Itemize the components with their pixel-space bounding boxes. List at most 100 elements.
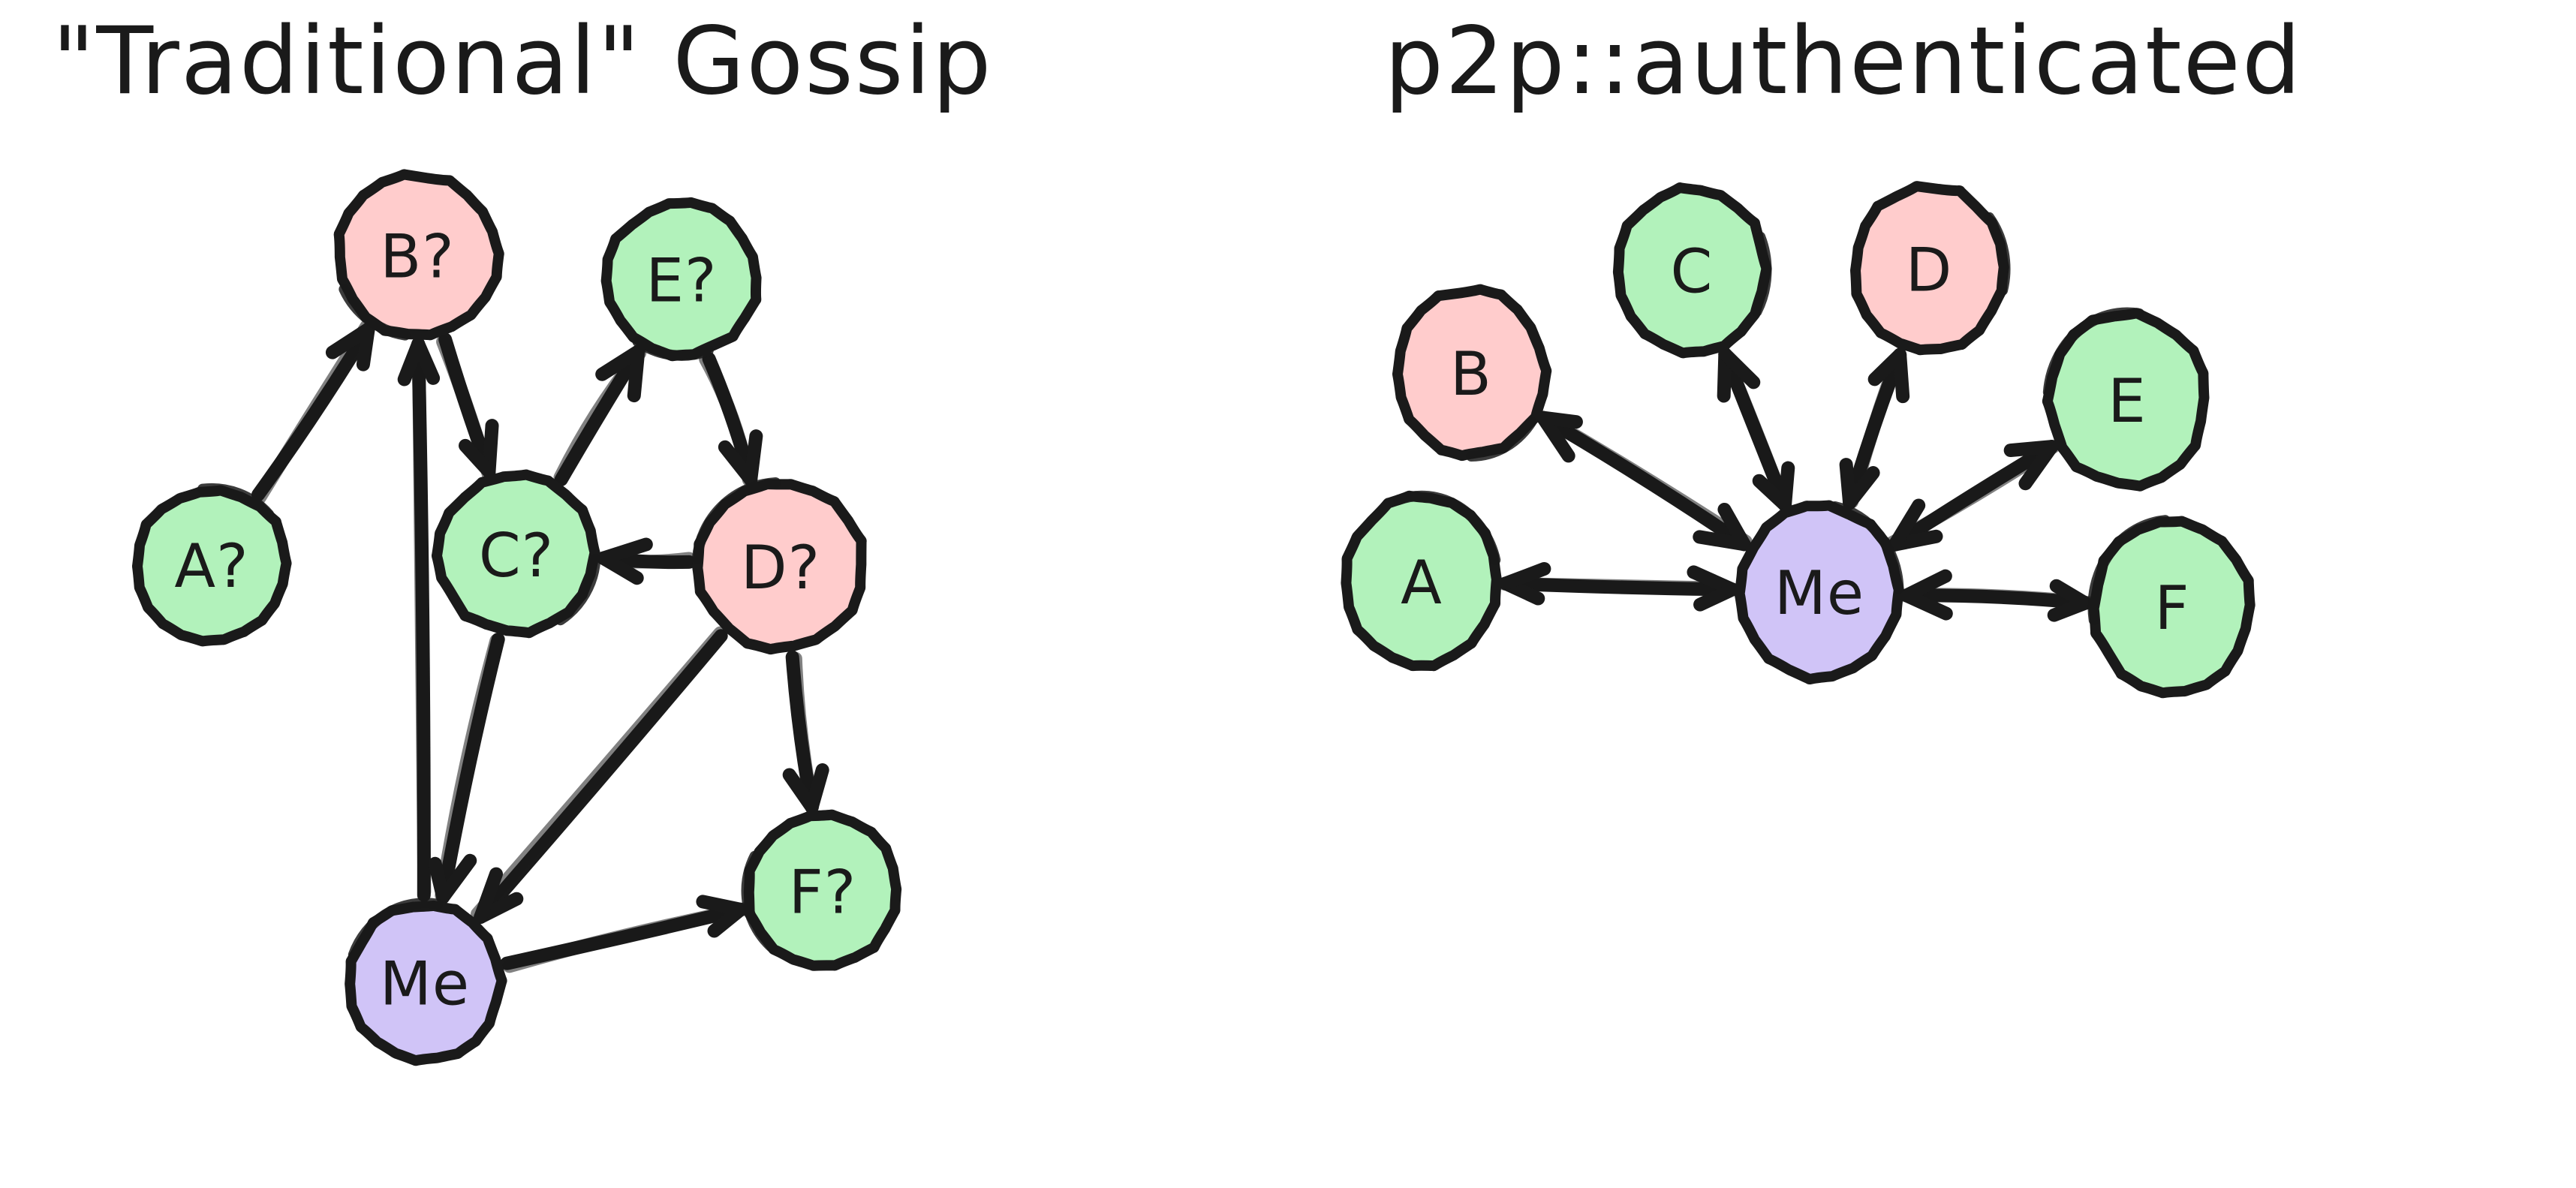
node-traditional-gossip-D[interactable]: D? [691,477,867,655]
arrowhead-icon [1888,498,1926,552]
edge-shaft-echo [502,902,751,973]
arrowhead-icon [1752,474,1792,512]
node-label: C? [479,521,554,591]
node-circle [2042,308,2210,492]
node-p2p-authenticated-A[interactable]: A [1341,490,1502,672]
node-p2p-authenticated-E[interactable]: E [2042,307,2210,492]
node-p2p-authenticated-Me[interactable]: Me [1734,500,1904,685]
edge-traditional-gossip-D-F [782,650,829,814]
node-outline-sketch [339,284,411,341]
node-label: D? [741,533,820,603]
edge-p2p-authenticated-Me-B [1536,411,1753,552]
nodes-layer: B? E? A? C? D? F? Me C D B E A Me F [131,169,2256,1066]
edge-traditional-gossip-Me-F [500,895,751,973]
panel-title-p2p-authenticated: p2p::authenticated [1384,8,2302,116]
node-label: Me [380,949,470,1018]
edge-traditional-gossip-E-D [699,352,763,487]
edge-shaft-echo [1719,350,1790,509]
edge-shaft-echo [471,626,727,921]
node-traditional-gossip-E[interactable]: E? [600,197,762,362]
edge-shaft-echo [435,633,504,903]
edge-p2p-authenticated-Me-C [1717,347,1795,512]
edge-shaft-echo [1539,411,1753,549]
edge-traditional-gossip-C-Me [428,632,505,904]
node-label: Me [1774,558,1864,628]
arrowhead-icon [474,867,503,924]
node-circle [431,469,600,639]
edge-p2p-authenticated-Me-D [1839,347,1910,510]
node-label: E? [646,246,717,316]
node-outline-sketch [2042,307,2145,398]
node-label: C [1671,237,1714,307]
edge-shaft-echo [1903,588,2095,610]
arrowhead-icon [707,902,748,938]
node-outline-sketch [2087,515,2171,626]
node-traditional-gossip-C[interactable]: C? [431,469,601,639]
arrowhead-icon [1536,411,1583,429]
edge-shaft-echo [553,346,647,485]
node-label: A [1401,548,1443,618]
node-label: F? [789,857,856,927]
node-circle [345,900,507,1066]
arrowhead-icon [627,344,646,403]
arrowhead-icon [596,537,653,565]
node-circle [333,169,504,341]
arrowhead-icon [356,322,375,371]
arrowhead-icon [2047,596,2093,622]
arrowhead-icon [1693,582,1740,612]
node-outline-sketch [1466,417,1537,462]
arrowhead-icon [428,856,450,904]
node-circle [1612,182,1772,359]
node-label: B [1450,339,1492,409]
edge-traditional-gossip-D-C [596,537,697,585]
node-circle [600,197,762,362]
edge-p2p-authenticated-Me-A [1497,561,1740,612]
arrowhead-icon [1718,347,1761,389]
panel-title-traditional-gossip: "Traditional" Gossip [52,8,992,116]
edges-layer [251,319,2095,973]
edge-traditional-gossip-Me-B [397,337,441,902]
node-traditional-gossip-B[interactable]: B? [333,169,504,341]
node-outline-sketch [197,483,275,520]
edge-shaft-echo [252,319,374,504]
edge-shaft-echo [1884,440,2060,550]
node-circle [1849,181,2009,356]
node-outline-sketch [632,336,714,361]
edge-shaft-echo [788,651,820,814]
arrowhead-icon [1893,347,1910,404]
node-traditional-gossip-Me[interactable]: Me [345,898,507,1066]
edge-traditional-gossip-D-Me [471,626,728,924]
node-traditional-gossip-F[interactable]: F? [741,809,902,971]
node-p2p-authenticated-D[interactable]: D [1849,181,2011,356]
node-outline-sketch [555,553,601,626]
node-outline-sketch [1751,231,1772,317]
node-outline-sketch [741,850,778,954]
node-label: B? [380,222,454,292]
node-label: F [2154,573,2189,643]
edge-p2p-authenticated-Me-F [1899,569,2095,622]
edge-p2p-authenticated-Me-E [1884,440,2060,552]
arrowhead-icon [1899,569,1952,603]
node-outline-sketch [1829,501,1904,594]
edge-shaft-echo [411,339,432,899]
titles-layer: "Traditional" Gossip p2p::authenticated [52,8,2302,116]
edge-traditional-gossip-B-C [436,332,499,482]
edge-traditional-gossip-A-B [251,319,375,504]
edge-shaft-echo [1497,576,1737,595]
arrowhead-icon [1498,561,1551,591]
node-outline-sketch [1984,212,2011,296]
node-outline-sketch [691,477,781,564]
arrowhead-icon [782,768,819,814]
node-circle [692,479,867,655]
arrowhead-icon [2018,440,2059,491]
node-traditional-gossip-A[interactable]: A? [131,483,292,647]
node-p2p-authenticated-C[interactable]: C [1612,182,1772,359]
node-p2p-authenticated-B[interactable]: B [1392,284,1552,462]
node-label: A? [174,531,248,601]
node-outline-sketch [1392,490,1501,566]
arrowhead-icon [411,337,441,385]
arrowhead-icon [1693,530,1751,552]
node-p2p-authenticated-F[interactable]: F [2087,515,2256,699]
